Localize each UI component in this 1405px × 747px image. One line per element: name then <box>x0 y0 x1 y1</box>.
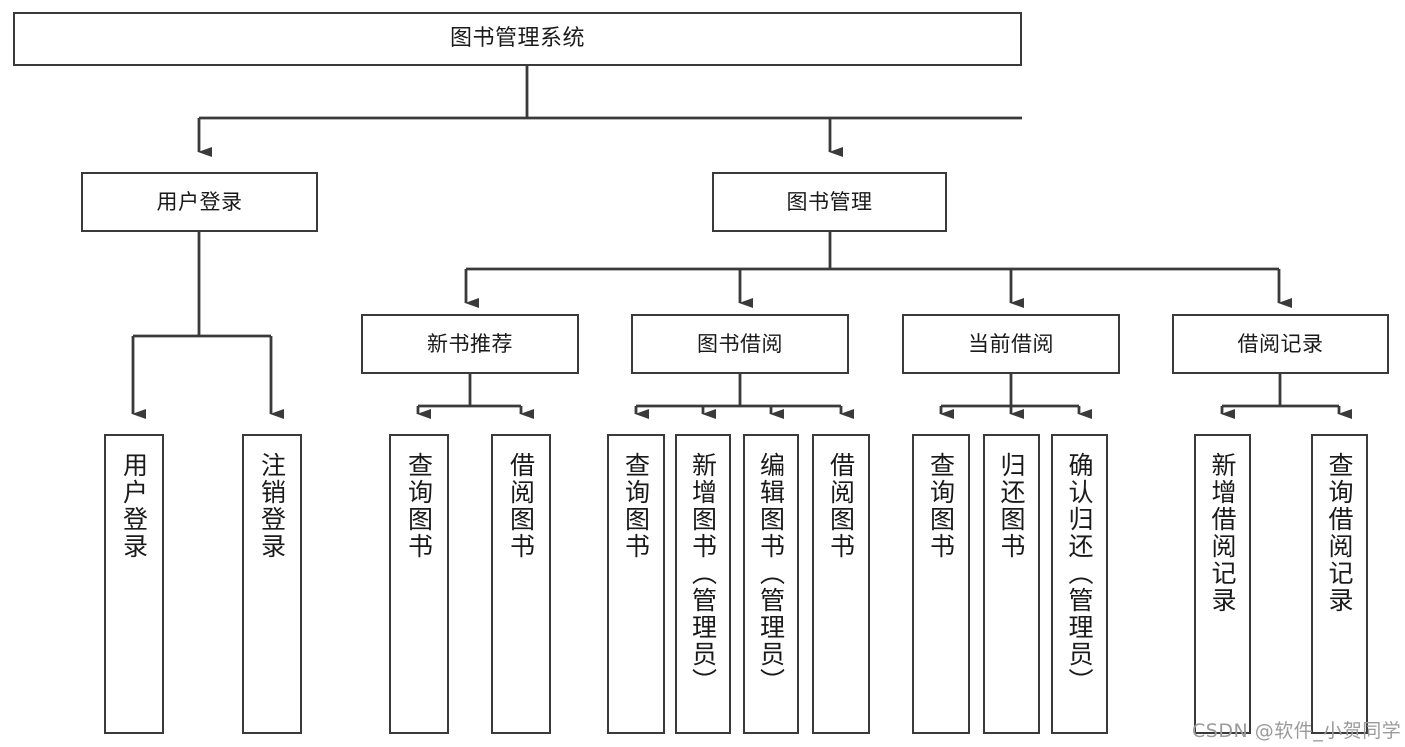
csdn-watermark: CSDN @软件_小贺同学 <box>1192 720 1402 742</box>
node-label: 注销登录 <box>257 452 287 560</box>
node-label: 借阅记录 <box>1237 331 1324 356</box>
node-label: 编辑图书（管理员） <box>756 452 786 695</box>
leaf-user-login-login[interactable]: 用户登录 <box>104 434 164 734</box>
leaf-current-query-book[interactable]: 查询图书 <box>912 434 970 734</box>
leaf-user-login-logout[interactable]: 注销登录 <box>242 434 302 734</box>
node-current-borrow[interactable]: 当前借阅 <box>902 314 1120 374</box>
leaf-current-confirm-return[interactable]: 确认归还（管理员） <box>1051 434 1108 734</box>
leaf-recommend-borrow-book[interactable]: 借阅图书 <box>491 434 551 734</box>
node-label: 新增借阅记录 <box>1208 452 1237 614</box>
node-label: 借阅图书 <box>826 452 856 560</box>
node-label: 查询图书 <box>621 452 651 560</box>
node-root-system[interactable]: 图书管理系统 <box>13 12 1022 66</box>
node-new-book-recommend[interactable]: 新书推荐 <box>361 314 579 374</box>
node-label: 图书管理系统 <box>449 26 585 52</box>
node-label: 新增图书（管理员） <box>688 452 718 695</box>
node-label: 图书借阅 <box>697 331 783 356</box>
leaf-borrow-add-book[interactable]: 新增图书（管理员） <box>675 434 731 734</box>
node-label: 当前借阅 <box>968 331 1054 356</box>
node-label: 图书管理 <box>786 189 873 214</box>
leaf-current-return-book[interactable]: 归还图书 <box>983 434 1040 734</box>
leaf-borrow-borrow-book[interactable]: 借阅图书 <box>812 434 870 734</box>
node-label: 新书推荐 <box>427 331 513 356</box>
node-label: 查询图书 <box>404 452 434 560</box>
node-label: 借阅图书 <box>506 452 536 560</box>
node-label: 归还图书 <box>997 452 1026 560</box>
node-borrow-record[interactable]: 借阅记录 <box>1172 314 1389 374</box>
node-label: 用户登录 <box>119 452 149 560</box>
leaf-record-add-record[interactable]: 新增借阅记录 <box>1194 434 1251 734</box>
node-book-borrow[interactable]: 图书借阅 <box>631 314 849 374</box>
node-book-management[interactable]: 图书管理 <box>712 172 947 232</box>
node-label: 查询借阅记录 <box>1325 452 1354 614</box>
node-label: 用户登录 <box>156 189 243 214</box>
node-label: 确认归还（管理员） <box>1065 452 1094 695</box>
node-label: 查询图书 <box>926 452 956 560</box>
leaf-borrow-query-book[interactable]: 查询图书 <box>607 434 665 734</box>
node-user-login[interactable]: 用户登录 <box>81 172 318 232</box>
leaf-borrow-edit-book[interactable]: 编辑图书（管理员） <box>743 434 799 734</box>
leaf-recommend-query-book[interactable]: 查询图书 <box>389 434 449 734</box>
leaf-record-query-record[interactable]: 查询借阅记录 <box>1311 434 1368 734</box>
